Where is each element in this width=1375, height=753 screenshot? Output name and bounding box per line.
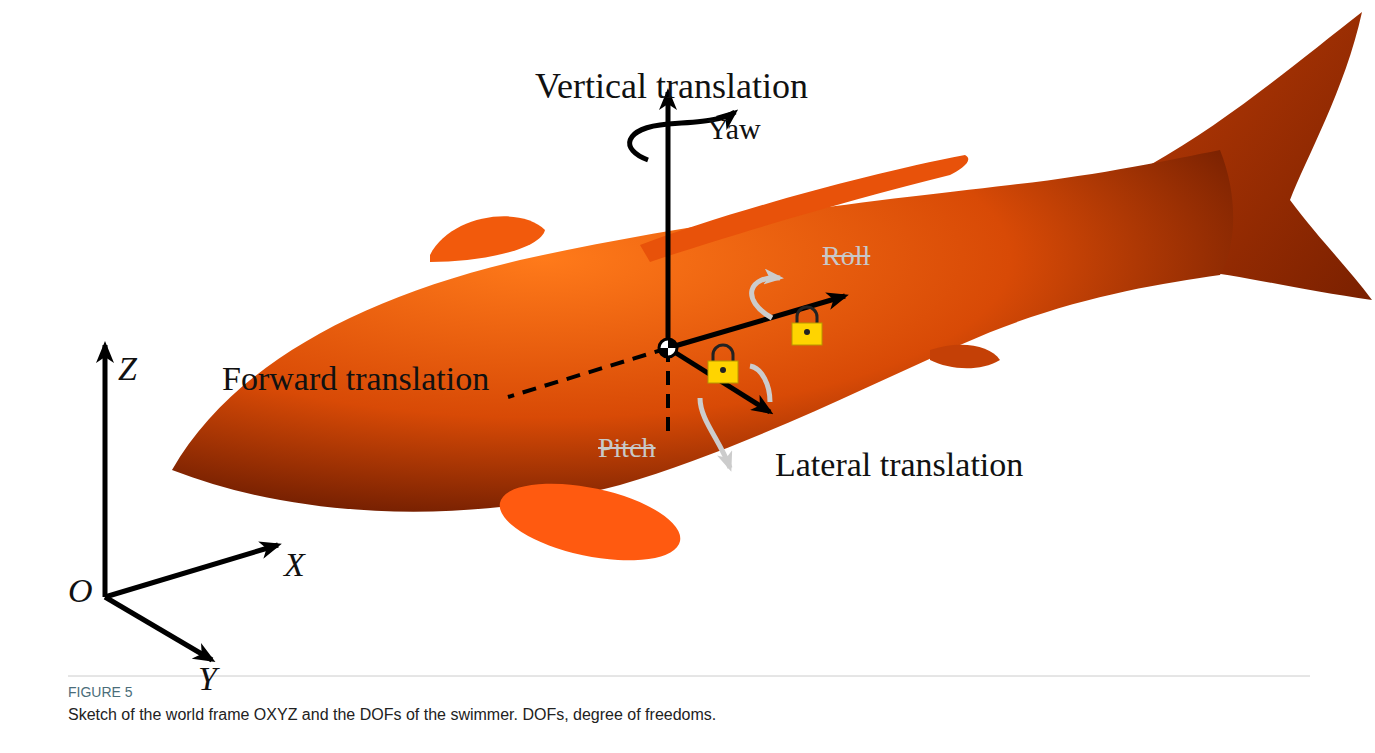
locked-label: Roll [822,242,870,270]
figure-number: FIGURE 5 [68,684,133,700]
locked-label: Pitch [598,434,656,462]
frame-axis: Z [118,352,137,386]
axis-label: Forward translation [222,362,489,396]
axis-label: Lateral translation [775,448,1023,482]
frame-axis: Y [198,662,217,696]
frame-axis: X [284,548,305,582]
lock-icon [708,307,822,383]
frame-origin: O [68,574,93,608]
figure-caption: Sketch of the world frame OXYZ and the D… [68,706,716,724]
axis-label: Yaw [707,114,761,144]
axis-label: Vertical translation [535,68,808,104]
